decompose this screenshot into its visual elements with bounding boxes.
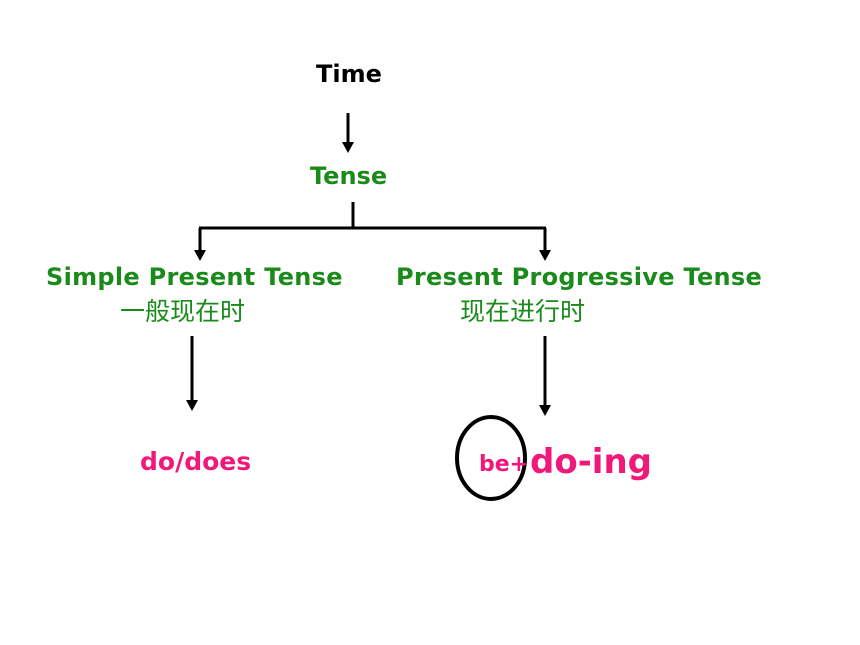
arrow-to-progressive-head xyxy=(539,250,551,261)
node-present-progressive-zh: 现在进行时 xyxy=(460,297,586,326)
node-tense: Tense xyxy=(310,162,388,190)
node-simple-present-en: Simple Present Tense xyxy=(46,263,343,291)
progressive-form-prefix: be+ xyxy=(479,452,529,477)
progressive-form-main: do-ing xyxy=(530,442,653,482)
node-simple-present-zh: 一般现在时 xyxy=(120,297,246,326)
node-time: Time xyxy=(316,60,382,88)
arrow-progressive-to-form-head xyxy=(539,405,551,416)
arrow-to-simple-head xyxy=(194,250,206,261)
arrow-time-to-tense-head xyxy=(342,142,354,153)
simple-present-form: do/does xyxy=(140,447,252,476)
node-present-progressive-en: Present Progressive Tense xyxy=(396,263,763,291)
arrow-simple-to-form-head xyxy=(186,400,198,411)
highlight-circle xyxy=(455,415,527,501)
